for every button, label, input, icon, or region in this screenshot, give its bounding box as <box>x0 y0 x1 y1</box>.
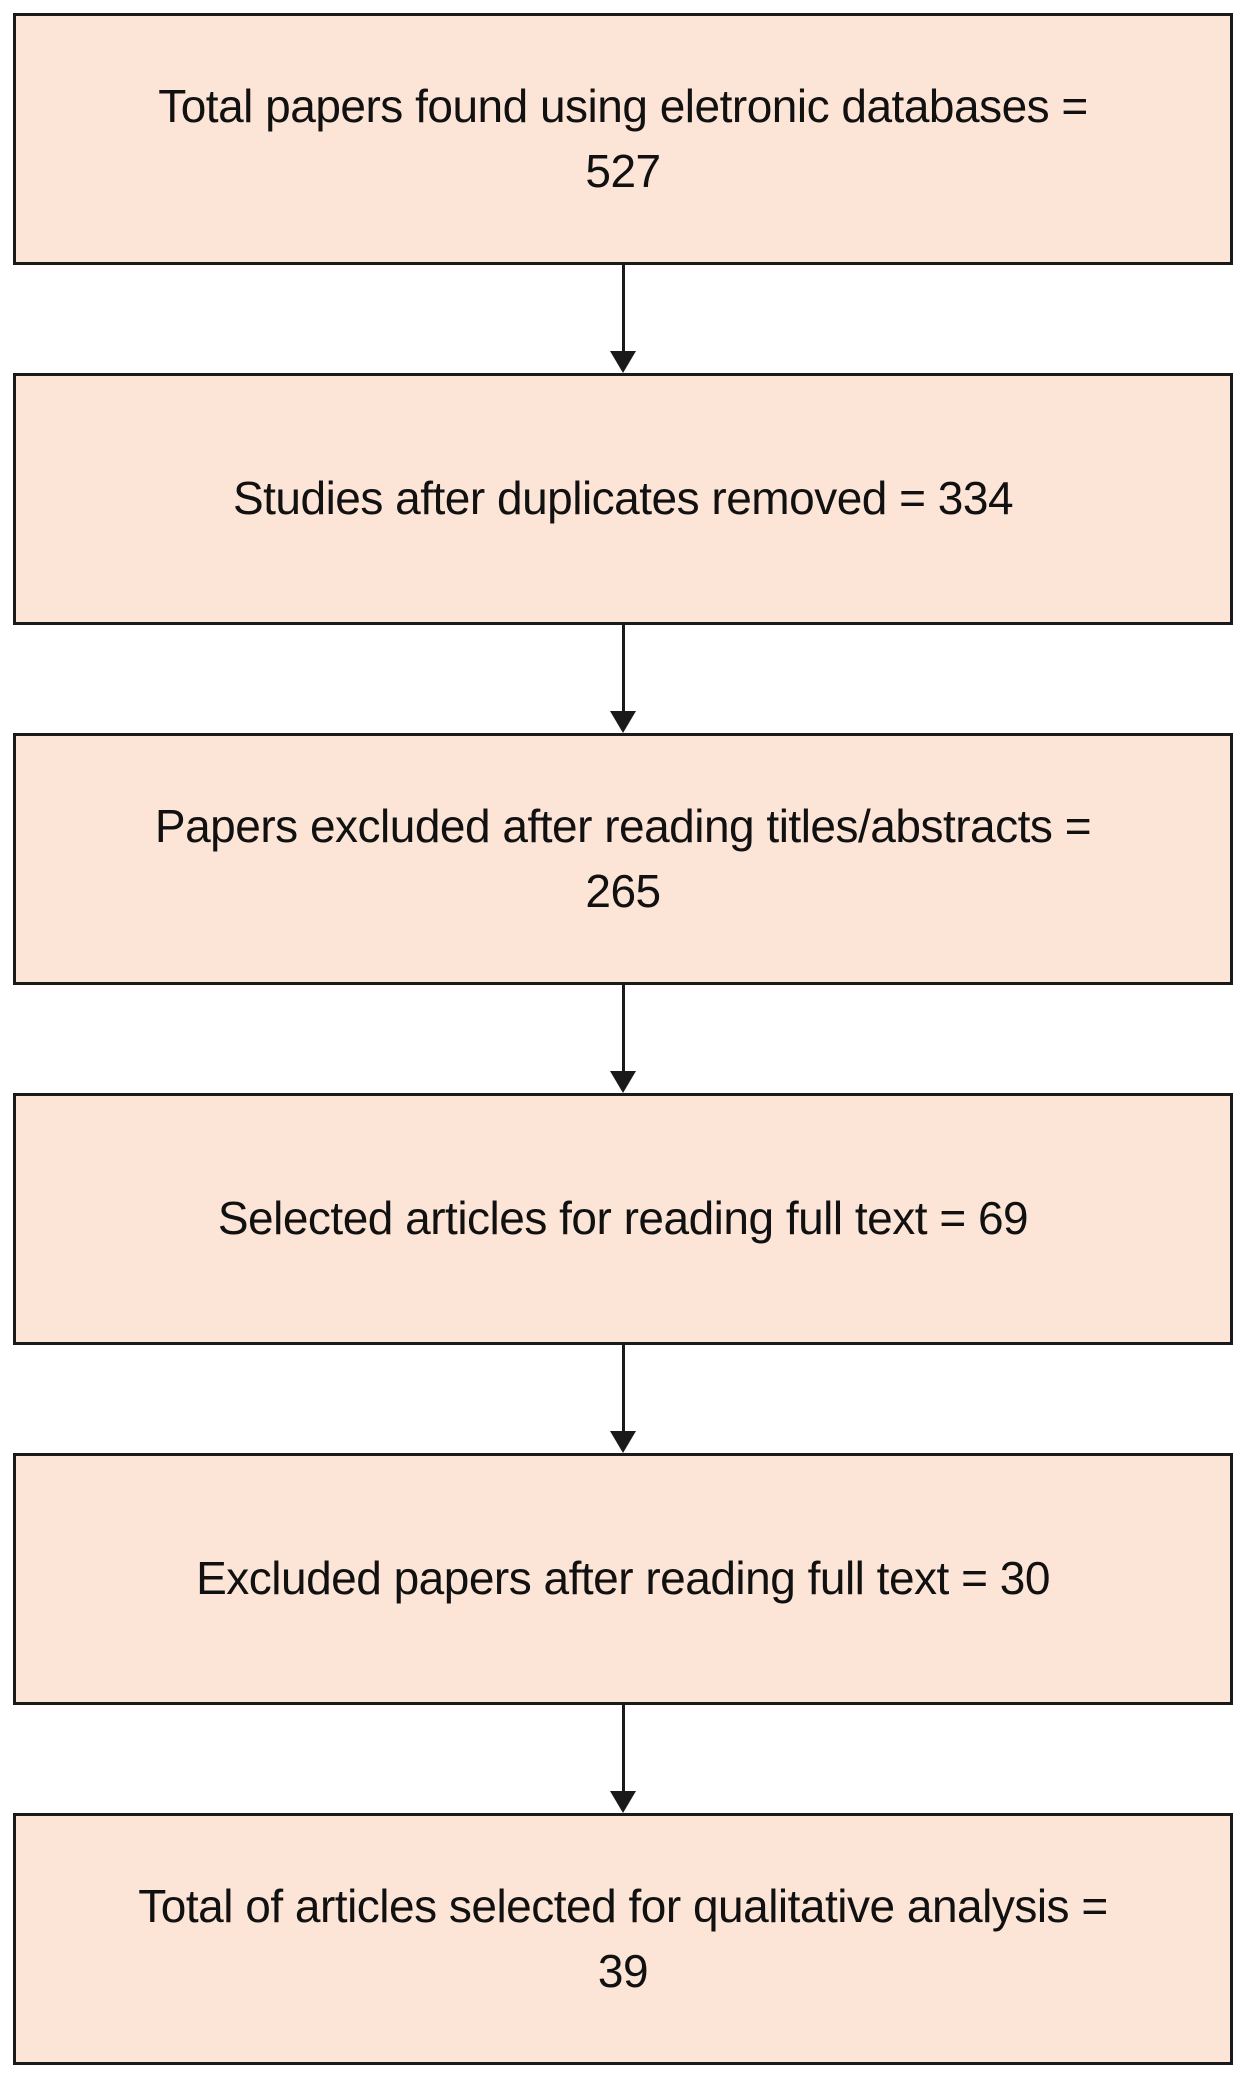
arrowhead-down-icon <box>610 1071 636 1093</box>
flow-step-total-papers-found: Total papers found using eletronic datab… <box>13 13 1233 265</box>
flow-step-selected-full-text: Selected articles for reading full text … <box>13 1093 1233 1345</box>
arrow-shaft <box>621 985 625 1071</box>
flow-step-after-duplicates-removed: Studies after duplicates removed = 334 <box>13 373 1233 625</box>
down-arrow-5 <box>13 1705 1233 1813</box>
arrowhead-down-icon <box>610 1791 636 1813</box>
arrow-shaft <box>621 1345 625 1431</box>
flow-step-excluded-titles-abstracts: Papers excluded after reading titles/abs… <box>13 733 1233 985</box>
flow-step-text: Papers excluded after reading titles/abs… <box>154 799 1092 852</box>
flow-step-text: Excluded papers after reading full text … <box>196 1552 1050 1605</box>
flow-step-excluded-full-text: Excluded papers after reading full text … <box>13 1453 1233 1705</box>
flow-step-text: Studies after duplicates removed = 334 <box>232 472 1014 525</box>
flow-step-text: Total papers found using eletronic datab… <box>158 79 1088 132</box>
literature-selection-flowchart: Total papers found using eletronic datab… <box>13 13 1233 2065</box>
down-arrow-2 <box>13 625 1233 733</box>
down-arrow-3 <box>13 985 1233 1093</box>
flow-step-qualitative-analysis-total: Total of articles selected for qualitati… <box>13 1813 1233 2065</box>
arrowhead-down-icon <box>610 711 636 733</box>
arrow-shaft <box>621 265 625 351</box>
flow-step-value: 39 <box>597 1945 649 1997</box>
arrow-shaft <box>621 625 625 711</box>
flow-step-text: Total of articles selected for qualitati… <box>138 1879 1108 1932</box>
down-arrow-1 <box>13 265 1233 373</box>
down-arrow-4 <box>13 1345 1233 1453</box>
arrow-shaft <box>621 1705 625 1791</box>
arrowhead-down-icon <box>610 351 636 373</box>
flow-step-value: 265 <box>585 865 661 917</box>
flow-step-text: Selected articles for reading full text … <box>217 1192 1029 1245</box>
arrowhead-down-icon <box>610 1431 636 1453</box>
flow-step-value: 527 <box>585 145 661 197</box>
